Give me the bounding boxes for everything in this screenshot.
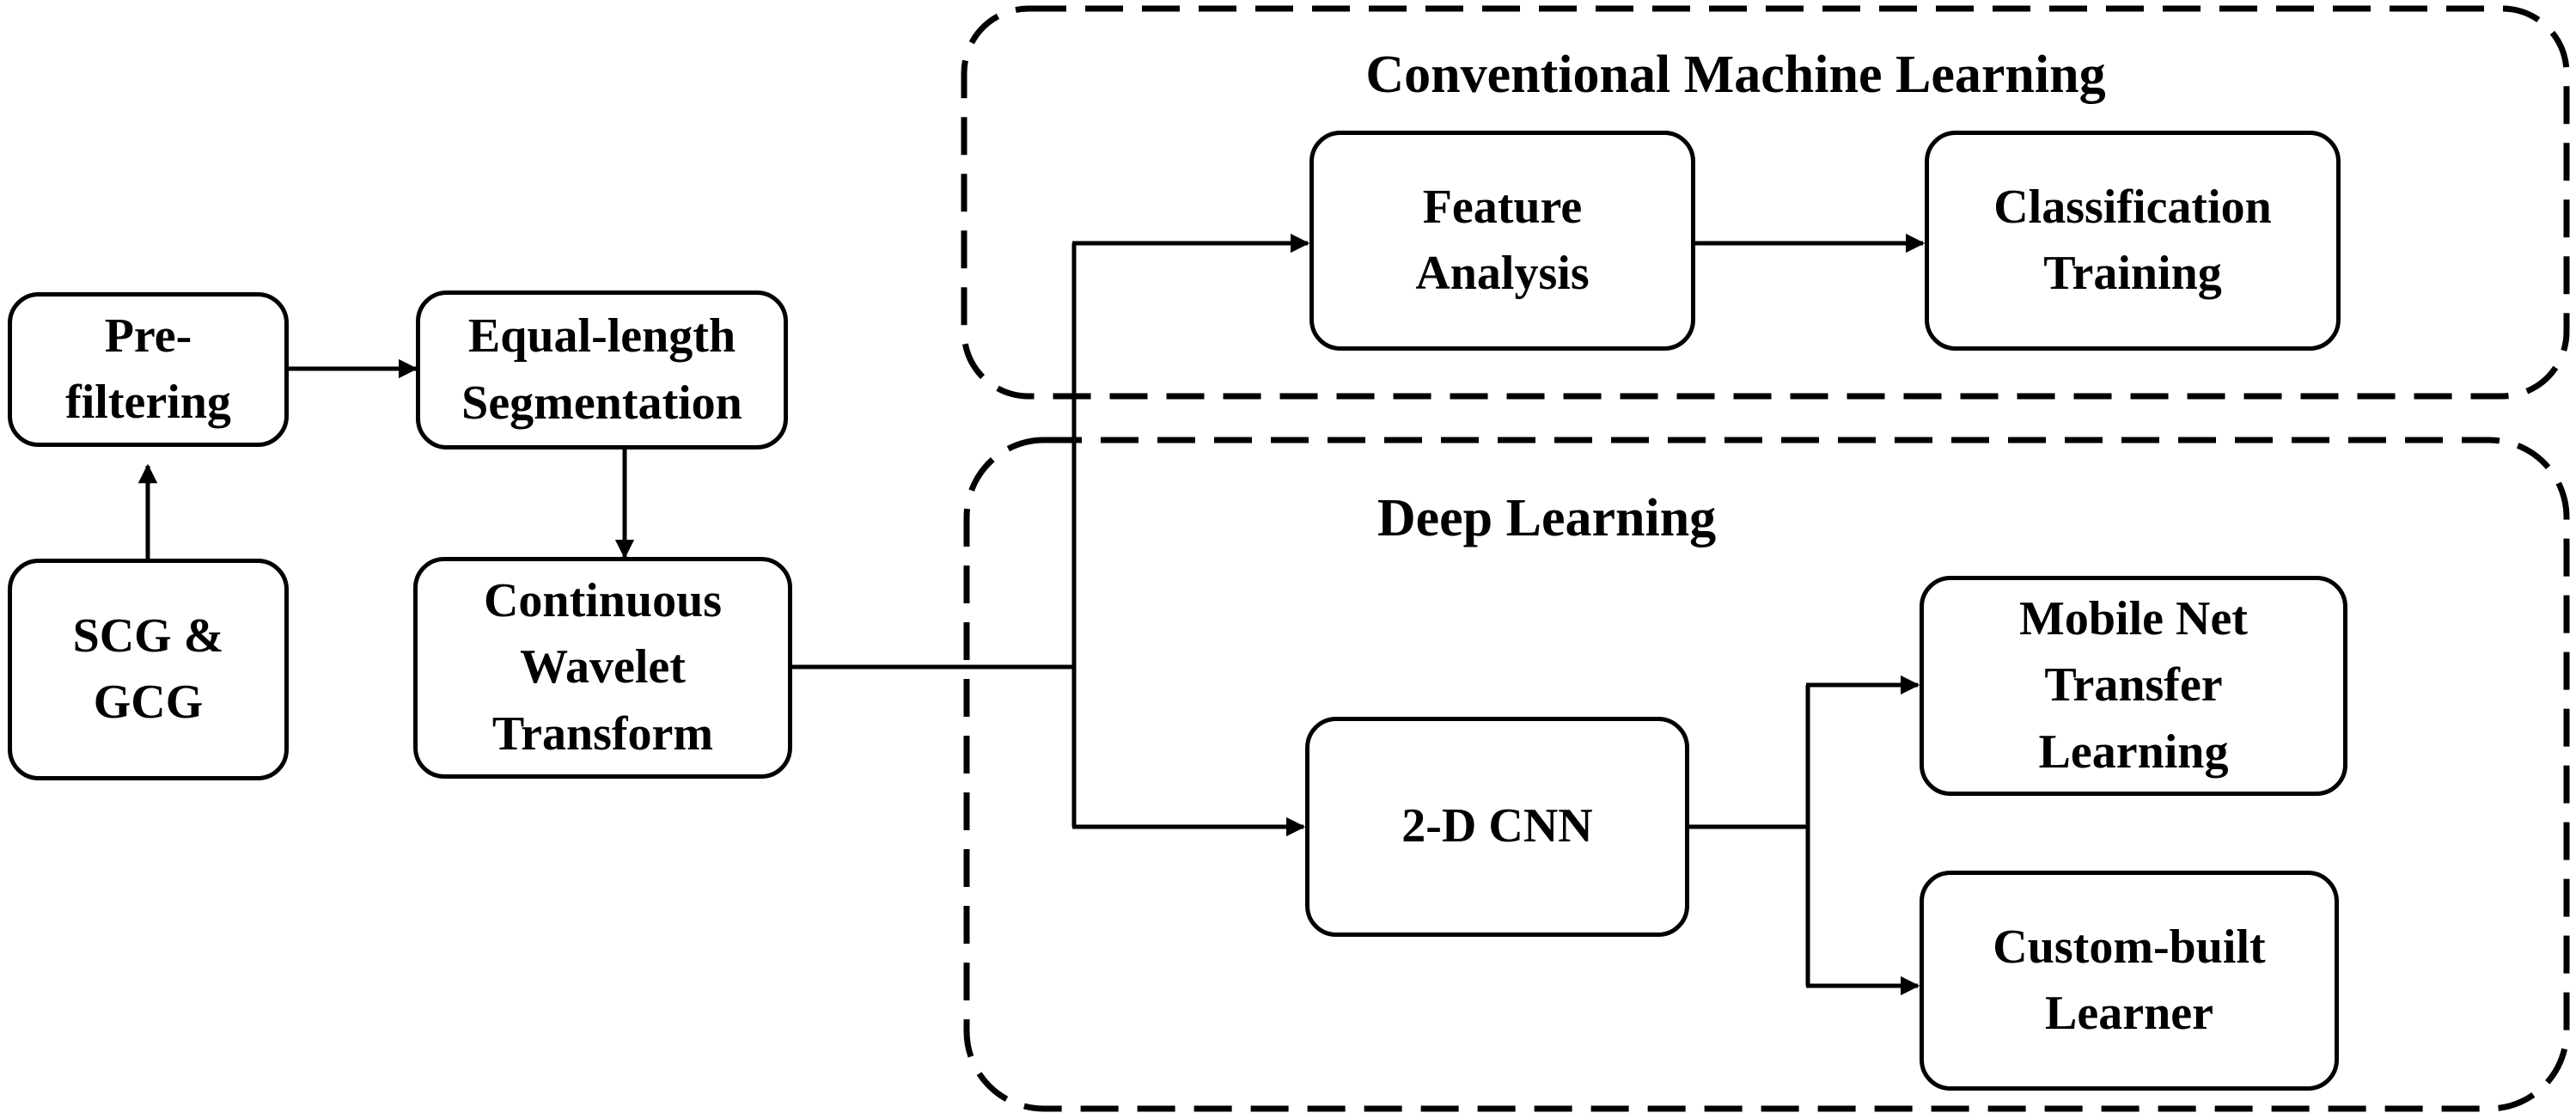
mobilenet-box: Mobile Net Transfer Learning xyxy=(1920,576,2347,796)
classification-training-box: Classification Training xyxy=(1925,131,2341,351)
deep-learning-title: Deep Learning xyxy=(1377,489,1717,547)
cnn-box: 2-D CNN xyxy=(1305,717,1689,937)
conventional-ml-group-border xyxy=(961,5,2570,400)
conventional-ml-title: Conventional Machine Learning xyxy=(1365,46,2106,104)
cwt-box: Continuous Wavelet Transform xyxy=(413,557,792,779)
prefiltering-box: Pre- filtering xyxy=(8,292,289,447)
feature-analysis-box: Feature Analysis xyxy=(1309,131,1695,351)
scg-gcg-box: SCG & GCG xyxy=(8,559,289,780)
custom-learner-box: Custom-built Learner xyxy=(1920,871,2339,1091)
deep-learning-group-border xyxy=(963,437,2570,1112)
segmentation-box: Equal-length Segmentation xyxy=(416,290,788,449)
